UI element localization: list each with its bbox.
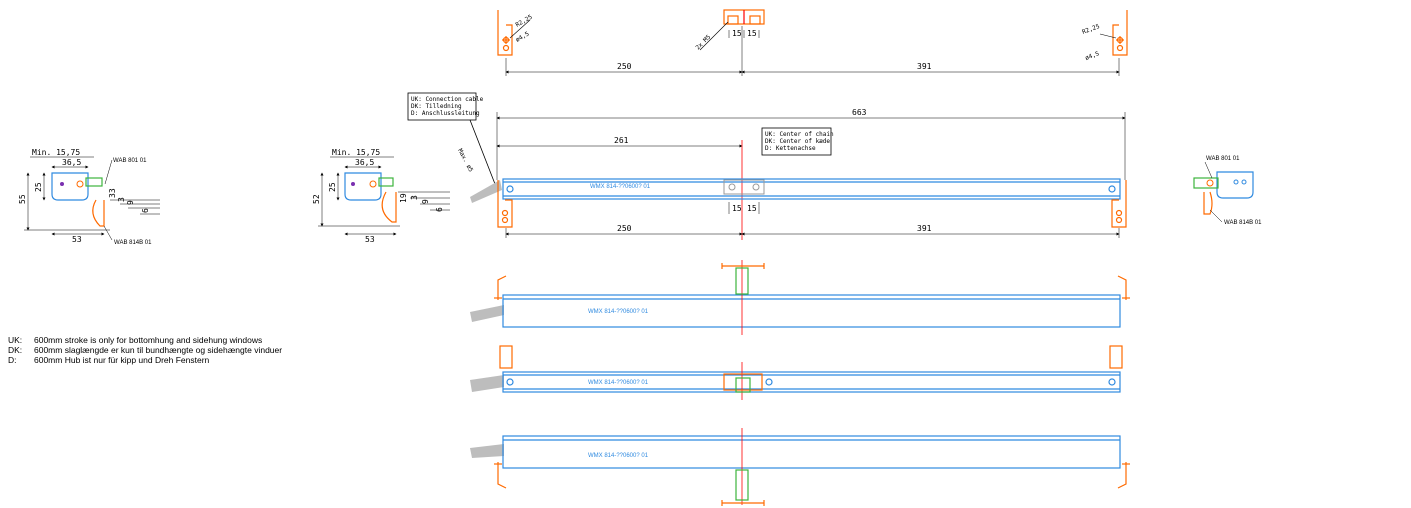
note-d: D: 600mm Hub ist nur für kipp und Dreh F… <box>8 355 282 365</box>
stroke-notes: UK: 600mm stroke is only for bottomhung … <box>8 335 282 365</box>
top-radius-left: R2,25 <box>515 13 534 28</box>
svg-text:UK: Connection cable: UK: Connection cable <box>411 96 484 103</box>
svg-text:UK: Center of chain: UK: Center of chain <box>765 131 834 138</box>
variant-1-label: WMX 814-??0600? 01 <box>588 309 649 315</box>
overall-length: 663 <box>852 108 867 117</box>
detail-right-profile <box>1216 171 1254 199</box>
detail-left-min: Min. 15,75 <box>32 148 80 157</box>
chain-bracket-main <box>723 179 765 195</box>
note-uk: UK: 600mm stroke is only for bottomhung … <box>8 335 282 345</box>
main-dist-left: 250 <box>617 224 632 233</box>
note-lang: DK: <box>8 345 23 355</box>
variant-3-label: WMX 814-??0600? 01 <box>588 453 649 459</box>
top-leader-right <box>1099 33 1117 39</box>
main-dist-right: 391 <box>917 224 932 233</box>
svg-text:D: Anschlussleitung: D: Anschlussleitung <box>411 110 480 117</box>
detail-left-height-body: 25 <box>34 182 43 192</box>
detail-mid-height-total: 52 <box>312 194 321 204</box>
variant-2-label: WMX 814-??0600? 01 <box>588 380 649 386</box>
detail-left-width-lower: 53 <box>72 235 82 244</box>
svg-text:DK: Center of kæde: DK: Center of kæde <box>765 138 830 145</box>
cable-callout: UK: Connection cable DK: Tilledning D: A… <box>407 92 496 185</box>
center-bracket-top <box>723 9 765 25</box>
detail-left-v2: 3 <box>117 197 126 202</box>
note-lang: D: <box>8 355 17 365</box>
detail-right-part-top: WAB 801 01 <box>1206 156 1240 162</box>
detail-right: WAB 801 01 WAB 814B 01 <box>1193 156 1262 226</box>
detail-mid-width-lower: 53 <box>365 235 375 244</box>
top-dist-left: 250 <box>617 62 632 71</box>
main-spacing-b: 15 <box>747 204 757 213</box>
detail-mid-v2: 3 <box>410 195 419 200</box>
detail-left-v3: 9 <box>126 200 135 205</box>
detail-left-height-total: 55 <box>18 194 27 204</box>
detail-right-part-bottom: WAB 814B 01 <box>1224 220 1262 226</box>
variant-3: WMX 814-??0600? 01 <box>470 428 1130 506</box>
cable-max: Max. ø5 <box>456 148 474 174</box>
note-lang: UK: <box>8 335 23 345</box>
top-hole-left: ø4,5 <box>515 30 531 43</box>
detail-mid-height-body: 25 <box>328 182 337 192</box>
top-hole-right: ø4,5 <box>1084 50 1100 62</box>
end-brackets-main <box>497 180 1127 228</box>
detail-left: Min. 15,75 36,5 53 55 25 33 3 9 6 WAB 80… <box>18 148 160 246</box>
detail-left-profile <box>51 172 89 201</box>
detail-mid-v1: 19 <box>399 193 408 203</box>
left-bracket-top <box>497 10 513 56</box>
detail-left-v1: 33 <box>108 188 117 198</box>
svg-text:DK: Tilledning: DK: Tilledning <box>411 103 462 110</box>
actuator-main <box>502 178 1121 200</box>
detail-mid-v3: 9 <box>421 199 430 204</box>
detail-mid: Min. 15,75 36,5 53 52 25 19 3 9 6 <box>312 148 450 244</box>
detail-mid-v4: 6 <box>435 207 444 212</box>
center-callout: UK: Center of chain DK: Center of kæde D… <box>761 127 834 156</box>
note-text: 600mm stroke is only for bottomhung and … <box>34 335 263 345</box>
main-spacing-a: 15 <box>732 204 742 213</box>
detail-left-part-bottom: WAB 814B 01 <box>114 240 152 246</box>
detail-mid-width-upper: 36,5 <box>355 158 374 167</box>
top-leader-left <box>509 19 531 39</box>
top-dist-right: 391 <box>917 62 932 71</box>
svg-text:D: Kettenachse: D: Kettenachse <box>765 145 816 152</box>
detail-mid-profile <box>344 172 382 201</box>
main-view: 663 261 UK: Connection cable DK: Tilledn… <box>407 92 1127 240</box>
top-spacing-b: 15 <box>747 29 757 38</box>
top-radius-right: R2,25 <box>1081 23 1101 36</box>
top-screws: 2x M5 <box>694 33 712 51</box>
top-spacing-a: 15 <box>732 29 742 38</box>
note-text: 600mm slaglængde er kun til bundhængte o… <box>34 345 283 355</box>
top-view: R2,25 ø4,5 2x M5 15 15 R2,25 ø4,5 250 39… <box>497 9 1128 76</box>
top-leader-screws <box>699 21 729 51</box>
variant-1: WMX 814-??0600? 01 <box>470 260 1130 335</box>
right-bracket-top <box>1112 10 1128 56</box>
detail-left-part-top: WAB 801 01 <box>113 158 147 164</box>
variant-2: WMX 814-??0600? 01 <box>470 345 1123 400</box>
note-dk: DK: 600mm slaglængde er kun til bundhæng… <box>8 345 282 355</box>
detail-left-width-upper: 36,5 <box>62 158 81 167</box>
main-label: WMX 814-??0600? 01 <box>590 184 651 190</box>
note-text: 600mm Hub ist nur für kipp und Dreh Fens… <box>34 355 210 365</box>
cable <box>470 180 502 203</box>
detail-mid-min: Min. 15,75 <box>332 148 380 157</box>
center-distance: 261 <box>614 136 629 145</box>
detail-left-v4: 6 <box>141 208 150 213</box>
